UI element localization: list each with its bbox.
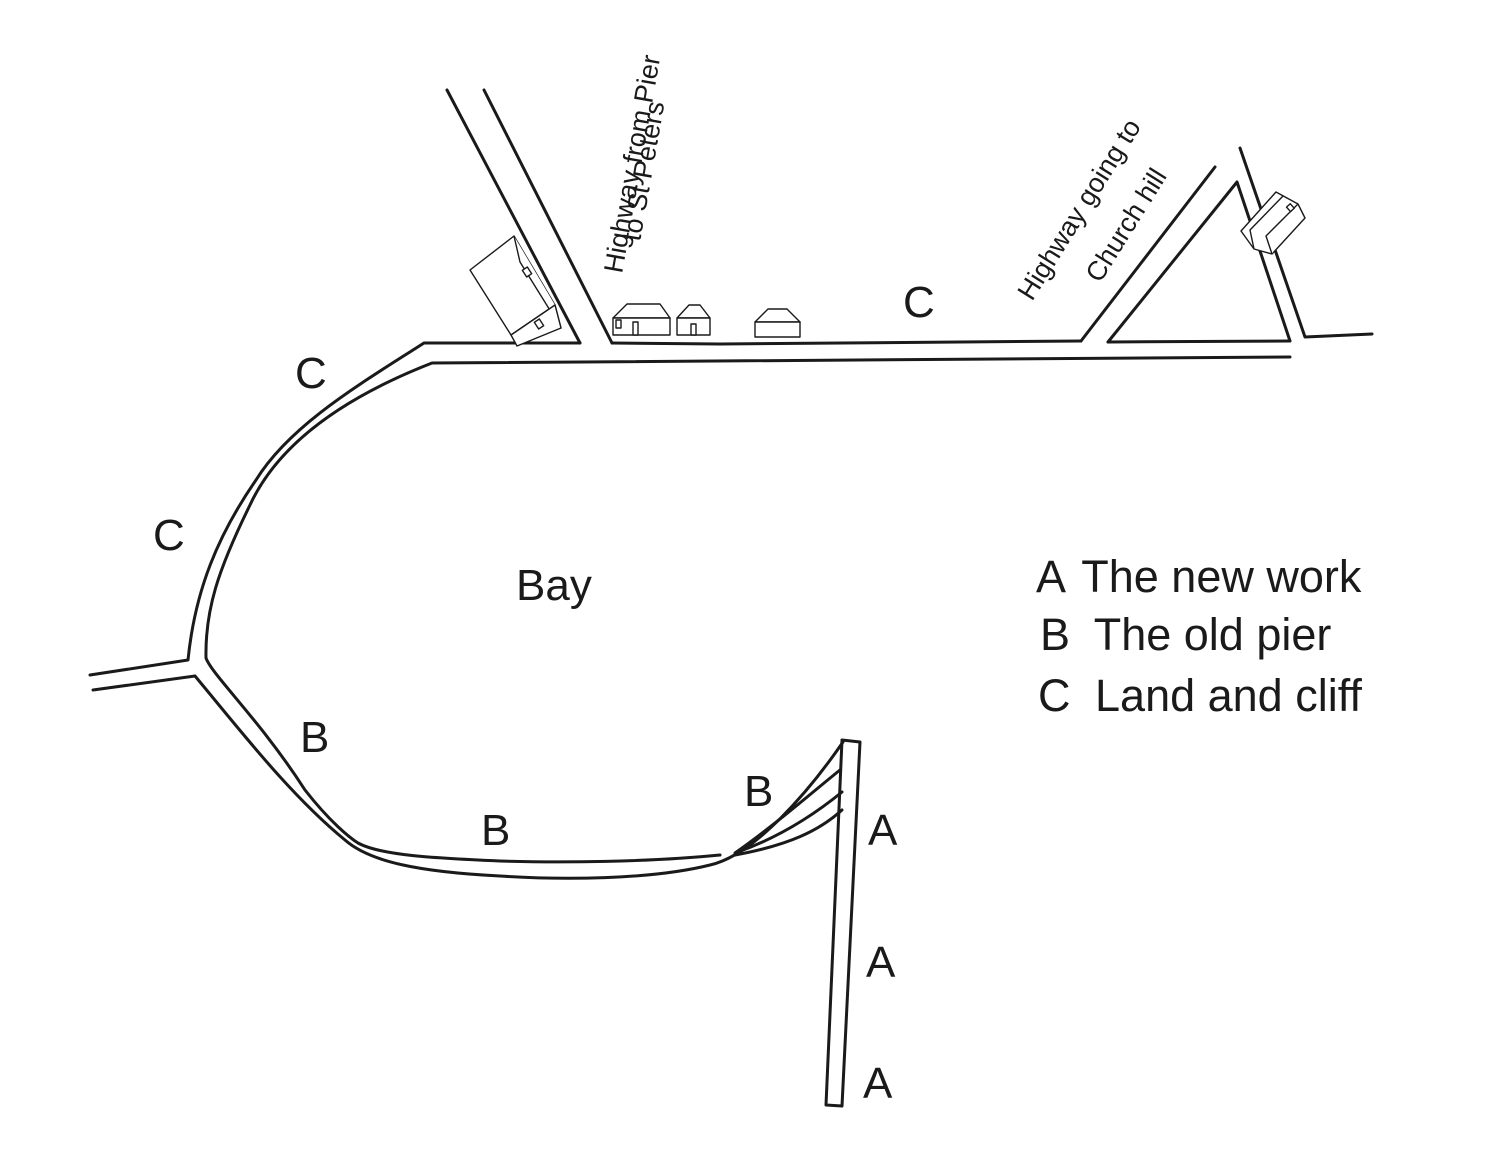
legend-item: B The old pier [1040,609,1331,660]
st-peters-road-east [482,88,614,345]
st-peters-road-west [445,88,582,345]
legend-text: The new work [1081,551,1362,602]
coastline-outer [88,341,582,677]
bay-shore-line [204,355,1292,864]
marker-b: B [481,806,510,855]
marker-c: C [153,511,185,560]
marker-b: B [300,713,329,762]
church-hill-road-west [1079,165,1217,343]
marker-a: A [868,806,898,855]
house-icon [754,308,801,338]
bay-label: Bay [516,561,592,610]
coastline-inner-right [1106,339,1292,344]
legend-letter: B [1040,609,1070,660]
old-pier-inner-1 [733,768,842,855]
legend-text: Land and cliff [1095,670,1362,721]
legend-item: C Land and cliff [1038,670,1362,721]
legend-item: A The new work [1036,551,1362,602]
old-pier-inner-2 [736,790,844,854]
coastline-inner [610,339,1083,346]
legend-text: The old pier [1094,609,1332,660]
house-icon [612,303,671,336]
new-work-pier [824,738,862,1108]
legend: A The new work B The old pier C Land and… [1036,551,1362,721]
legend-letter: C [1038,670,1071,721]
marker-a: A [863,1059,893,1108]
road-west-spur [91,674,197,692]
old-pier-outer [193,674,845,880]
marker-c: C [903,278,935,327]
church-hill-triangle [1106,180,1292,344]
marker-a: A [866,938,896,987]
old-pier-inner-3 [733,808,844,857]
marker-b: B [744,767,773,816]
church-icon [1240,191,1306,255]
marker-c: C [295,349,327,398]
legend-letter: A [1036,551,1066,602]
house-icon [469,235,562,347]
house-icon [676,304,711,336]
